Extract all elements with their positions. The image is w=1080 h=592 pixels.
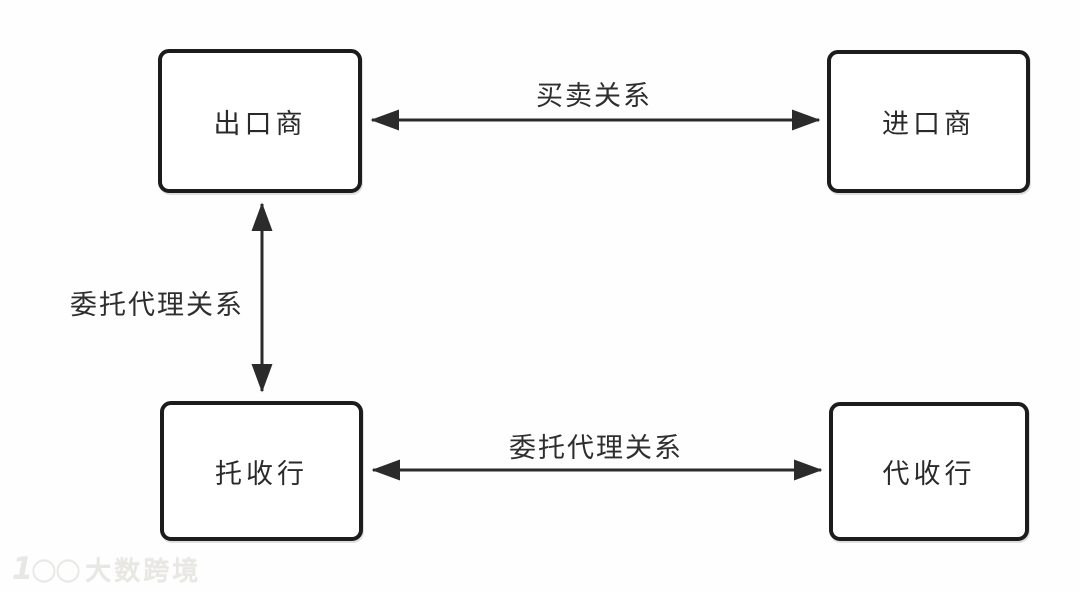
node-importer: 进口商 <box>827 50 1030 193</box>
edge-agency-bottom-label: 委托代理关系 <box>509 433 683 464</box>
edge-trade-label: 买卖关系 <box>536 81 652 112</box>
watermark: 1○○ 大数跨境 <box>12 551 201 588</box>
node-exporter: 出口商 <box>158 49 362 193</box>
node-collecting-bank-label: 代收行 <box>882 459 976 490</box>
node-exporter-label: 出口商 <box>213 108 307 140</box>
watermark-logo-icon: 1○○ <box>12 552 81 587</box>
watermark-text: 大数跨境 <box>85 557 202 587</box>
node-remitting-bank: 托收行 <box>160 401 363 541</box>
node-collecting-bank: 代收行 <box>829 402 1029 541</box>
edge-agency-left-label: 委托代理关系 <box>70 290 244 321</box>
node-importer-label: 进口商 <box>882 109 975 140</box>
node-remitting-bank-label: 托收行 <box>215 458 308 490</box>
